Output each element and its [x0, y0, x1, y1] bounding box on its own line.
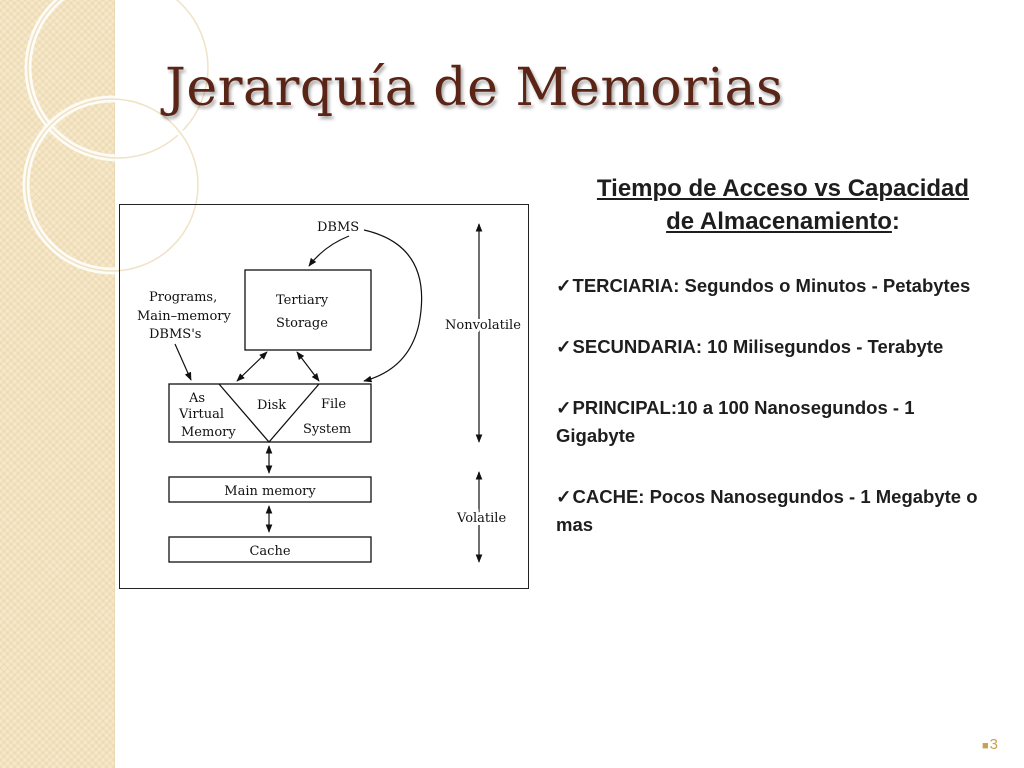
list-item: ✓PRINCIPAL:10 a 100 Nanosegundos - 1 Gig… — [556, 394, 996, 450]
programs-label-line3: DBMS's — [149, 327, 201, 342]
subtitle-colon: : — [891, 208, 900, 235]
list-item-text: PRINCIPAL:10 a 100 Nanosegundos - 1 Giga… — [556, 397, 915, 446]
subtitle-line2: de Almacenamiento — [666, 208, 892, 235]
slide-title: Jerarquía de Memorias — [165, 58, 784, 118]
list-item-text: CACHE: Pocos Nanosegundos - 1 Megabyte o… — [556, 486, 978, 535]
memory-hierarchy-diagram: DBMS Tertiary Storage Programs, Main–mem… — [119, 204, 529, 589]
disk-label: Disk — [257, 398, 286, 413]
check-icon: ✓ — [556, 275, 572, 296]
tertiary-to-virtual-memory-arrow — [236, 351, 268, 382]
nonvolatile-label: Nonvolatile — [445, 318, 521, 333]
file-system-label-line2: System — [303, 422, 351, 437]
disk-triangle — [218, 383, 320, 443]
list-item: ✓SECUNDARIA: 10 Milisegundos - Terabyte — [556, 333, 996, 361]
page-number-value: 3 — [989, 736, 998, 753]
tertiary-storage-box — [244, 269, 372, 351]
subtitle-line1: Tiempo de Acceso vs Capacidad — [596, 175, 970, 202]
cache-label: Cache — [249, 544, 290, 559]
decorative-side-strip — [0, 0, 115, 768]
check-icon: ✓ — [556, 397, 572, 418]
programs-label-line1: Programs, — [149, 290, 217, 305]
square-bullet-icon: ■ — [982, 740, 989, 752]
section-subtitle: Tiempo de Acceso vs Capacidad de Almacen… — [548, 172, 1018, 238]
dbms-to-tertiary-arrow — [308, 235, 350, 267]
programs-to-virtual-memory-arrow — [174, 343, 192, 381]
dbms-label: DBMS — [317, 220, 359, 235]
tertiary-storage-label-line1: Tertiary — [276, 293, 329, 308]
list-item-text: TERCIARIA: Segundos o Minutos - Petabyte… — [572, 275, 971, 296]
as-virtual-memory-label-line3: Memory — [181, 425, 236, 440]
list-item-text: SECUNDARIA: 10 Milisegundos - Terabyte — [572, 336, 944, 357]
as-virtual-memory-label-line1: As — [188, 391, 205, 406]
list-item: ✓CACHE: Pocos Nanosegundos - 1 Megabyte … — [556, 483, 996, 539]
tertiary-storage-label-line2: Storage — [276, 316, 328, 331]
page-number: ■3 — [982, 736, 998, 753]
check-icon: ✓ — [556, 486, 572, 507]
check-icon: ✓ — [556, 336, 572, 357]
main-memory-label: Main memory — [224, 484, 316, 499]
diagram-frame — [119, 204, 529, 589]
file-system-label-line1: File — [321, 397, 346, 412]
main-memory-box — [168, 476, 372, 503]
volatile-label: Volatile — [456, 511, 506, 526]
dbms-to-file-system-arrow — [363, 229, 423, 383]
as-virtual-memory-label-line2: Virtual — [178, 407, 224, 422]
cache-box — [168, 536, 372, 563]
disk-box — [168, 383, 372, 443]
programs-label-line2: Main–memory — [137, 309, 231, 324]
list-item: ✓TERCIARIA: Segundos o Minutos - Petabyt… — [556, 272, 996, 300]
tertiary-to-file-system-arrow — [296, 351, 320, 382]
access-time-list: ✓TERCIARIA: Segundos o Minutos - Petabyt… — [556, 272, 996, 572]
